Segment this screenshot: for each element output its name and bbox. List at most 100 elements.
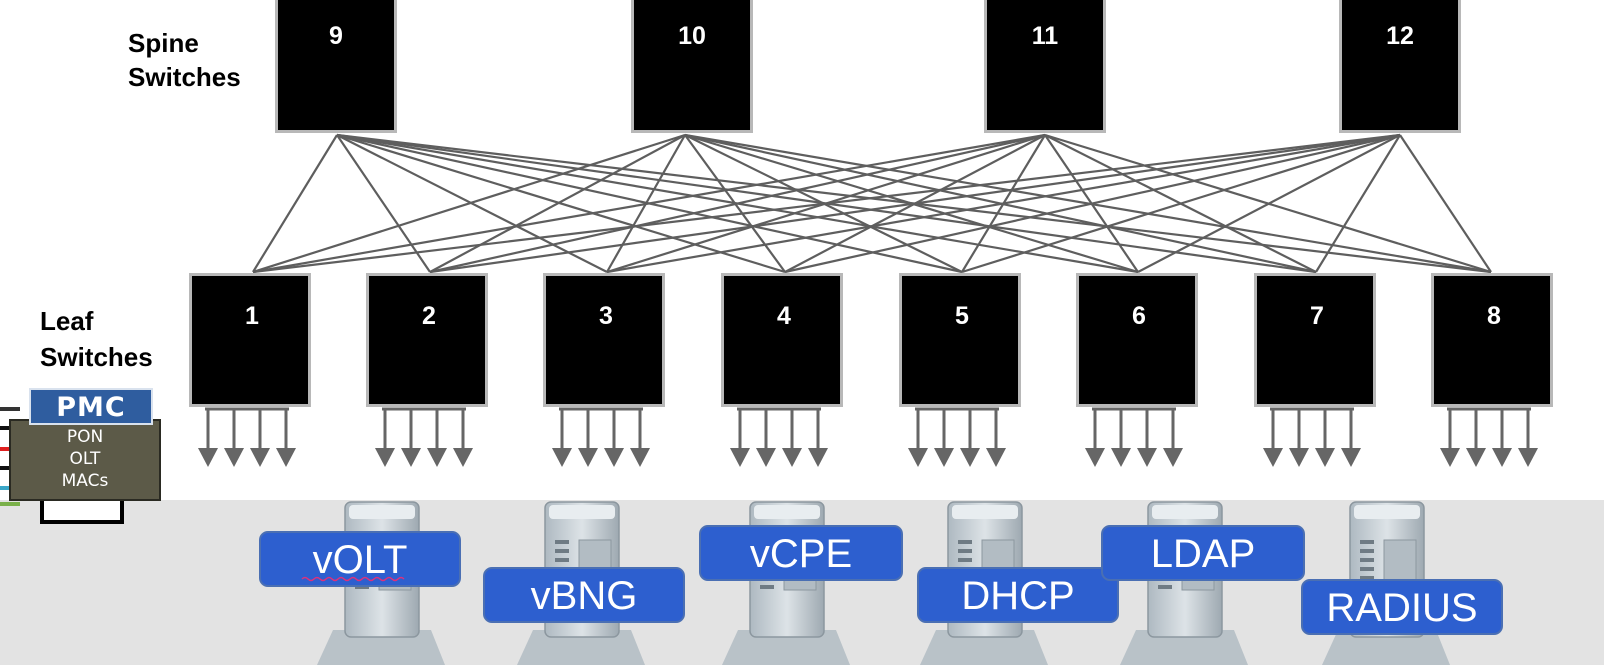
- arrow-head: [1440, 448, 1460, 467]
- olt-line: OLT: [70, 449, 102, 469]
- spine-leaf-link: [961, 133, 1401, 274]
- server-top: [952, 505, 1018, 519]
- service-label-box: [1101, 525, 1305, 581]
- service-label-box: [483, 567, 685, 623]
- arrow-head: [224, 448, 244, 467]
- downlink-arrow: [401, 409, 421, 467]
- spine-switch-body: [278, 0, 394, 130]
- server-vent: [1360, 576, 1374, 580]
- server-top: [1152, 505, 1218, 519]
- arrow-head: [1085, 448, 1105, 467]
- service-volt: vOLT: [259, 531, 461, 587]
- spine-leaf-link: [252, 133, 1046, 274]
- leaf-label-line: Switches: [40, 342, 153, 372]
- spine-leaf-link: [1315, 134, 1401, 273]
- spine-leaf-link: [252, 134, 338, 273]
- downlink-arrow: [1111, 409, 1131, 467]
- leaf-switch-body: [192, 276, 308, 404]
- spine-switch-label: 9: [329, 22, 343, 50]
- downlink-arrow: [552, 409, 572, 467]
- leaf-switch-label: 7: [1310, 302, 1324, 330]
- downlink-arrow: [1289, 409, 1309, 467]
- pmc-logo: PMC: [56, 392, 125, 423]
- leaf-switch-label: 1: [245, 302, 259, 330]
- server-top: [349, 505, 415, 519]
- leaf-switch-body: [546, 276, 662, 404]
- server-shadow: [517, 630, 645, 665]
- arrow-head: [604, 448, 624, 467]
- downlink-arrow: [250, 409, 270, 467]
- server-vent: [1360, 540, 1374, 544]
- leaf-switch-label: 4: [777, 302, 791, 330]
- arrow-head: [401, 448, 421, 467]
- arrow-head: [1163, 448, 1183, 467]
- arrow-head: [934, 448, 954, 467]
- spine-leaf-link: [1137, 134, 1401, 273]
- arrow-head: [198, 448, 218, 467]
- arrow-head: [756, 448, 776, 467]
- downlink-arrow: [1492, 409, 1512, 467]
- spine-leaf-link: [429, 133, 1046, 274]
- spine-label-line: Switches: [128, 62, 241, 92]
- arrow-head: [1341, 448, 1361, 467]
- service-vbng: vBNG: [483, 567, 685, 623]
- downlink-arrow: [1440, 409, 1460, 467]
- service-label-box: [917, 567, 1119, 623]
- arrow-head: [250, 448, 270, 467]
- downlink-arrow: [730, 409, 750, 467]
- server-top: [549, 505, 615, 519]
- downlink-arrows: [198, 407, 1538, 467]
- downlink-arrow: [808, 409, 828, 467]
- spine-switch-12: 12: [1339, 0, 1461, 133]
- downlink-arrow: [375, 409, 395, 467]
- arrow-head: [1111, 448, 1131, 467]
- downlink-arrow: [276, 409, 296, 467]
- spine-switch-9: 9: [275, 0, 397, 133]
- service-label-text: LDAP: [1151, 532, 1256, 576]
- arrow-head: [986, 448, 1006, 467]
- leaf-switch-label: 2: [422, 302, 436, 330]
- spine-switch-label: 11: [1032, 22, 1059, 50]
- downlink-arrow: [1263, 409, 1283, 467]
- downlink-arrow: [908, 409, 928, 467]
- leaf-switch-3: 3: [543, 273, 665, 407]
- arrow-head: [1518, 448, 1538, 467]
- downlink-arrow: [1085, 409, 1105, 467]
- spine-switch-body: [1342, 0, 1458, 130]
- arrow-head: [427, 448, 447, 467]
- downlink-arrow: [934, 409, 954, 467]
- arrow-head: [578, 448, 598, 467]
- leaf-switch-5: 5: [899, 273, 1021, 407]
- downlink-arrow: [986, 409, 1006, 467]
- arrow-head: [1263, 448, 1283, 467]
- arrow-head: [782, 448, 802, 467]
- service-label-text: vBNG: [531, 574, 638, 618]
- spine-leaf-link: [784, 133, 1401, 274]
- arrow-head: [908, 448, 928, 467]
- downlink-arrow: [1518, 409, 1538, 467]
- arrow-head: [1315, 448, 1335, 467]
- server-vent: [1360, 567, 1374, 571]
- service-label-box: [1301, 579, 1503, 635]
- service-vcpe: vCPE: [699, 525, 903, 581]
- pmc-logo-badge: [29, 388, 153, 425]
- service-dhcp: DHCP: [917, 567, 1119, 623]
- spine-leaf-link: [606, 133, 1401, 274]
- downlink-arrow: [427, 409, 447, 467]
- leaf-switch-6: 6: [1076, 273, 1198, 407]
- downlink-arrow: [782, 409, 802, 467]
- server-top: [754, 505, 820, 519]
- spellcheck-underline: [301, 576, 405, 582]
- spine-leaf-link: [252, 133, 1401, 274]
- spine-switch-10: 10: [631, 0, 753, 133]
- leaf-switch-2: 2: [366, 273, 488, 407]
- olt-line: MACs: [62, 471, 109, 491]
- olt-line: PON: [67, 427, 103, 447]
- downlink-arrow: [1163, 409, 1183, 467]
- spine-leaf-links: [252, 133, 1492, 274]
- downlink-arrow: [630, 409, 650, 467]
- leaf-switch-7: 7: [1254, 273, 1376, 407]
- server-vent: [958, 549, 972, 553]
- spine-switch-label: 12: [1386, 22, 1414, 50]
